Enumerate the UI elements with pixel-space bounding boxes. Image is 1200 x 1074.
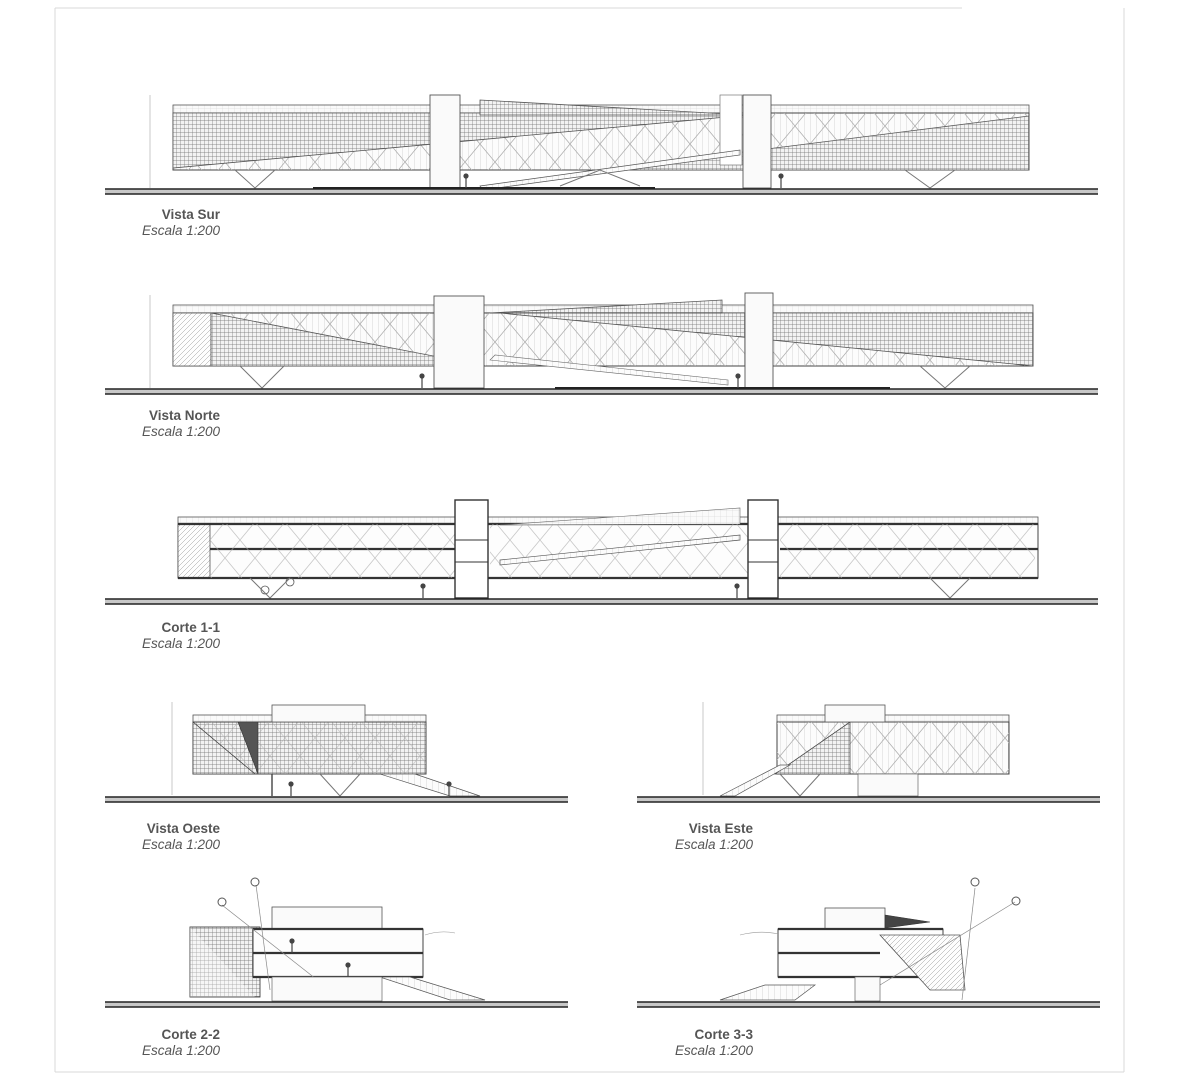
drawing-vista-norte: [105, 292, 1098, 395]
drawing-scale: Escala 1:200: [141, 424, 220, 439]
drawing-scale: Escala 1:200: [141, 223, 220, 238]
drawing-title: Vista Oeste: [146, 821, 220, 836]
drawing-vista-este: [637, 702, 1100, 803]
drawing-title: Vista Este: [688, 821, 753, 836]
drawing-corte-2-2: [105, 877, 568, 1008]
caption-vista-oeste: Vista Oeste Escala 1:200: [138, 821, 220, 853]
drawing-title: Corte 1-1: [161, 620, 220, 635]
drawing-scale: Escala 1:200: [674, 1043, 753, 1058]
drawing-title: Vista Norte: [148, 408, 220, 423]
drawing-scale: Escala 1:200: [674, 837, 753, 852]
caption-corte-1-1: Corte 1-1 Escala 1:200: [138, 620, 220, 652]
drawing-vista-sur: [105, 94, 1098, 195]
drawing-scale: Escala 1:200: [141, 1043, 220, 1058]
caption-corte-3-3: Corte 3-3 Escala 1:200: [671, 1027, 753, 1059]
drawing-title: Corte 3-3: [694, 1027, 753, 1042]
drawing-title: Corte 2-2: [161, 1027, 220, 1042]
caption-vista-norte: Vista Norte Escala 1:200: [138, 408, 220, 440]
caption-vista-sur: Vista Sur Escala 1:200: [138, 207, 220, 239]
drawing-title: Vista Sur: [161, 207, 220, 222]
sheet-frame: [54, 7, 1125, 1073]
drawing-vista-oeste: [105, 702, 568, 803]
drawing-corte-3-3: [637, 877, 1100, 1008]
caption-vista-este: Vista Este Escala 1:200: [671, 821, 753, 853]
drawing-scale: Escala 1:200: [141, 837, 220, 852]
drawing-scale: Escala 1:200: [141, 636, 220, 651]
drawing-corte-1-1: [105, 499, 1098, 605]
caption-corte-2-2: Corte 2-2 Escala 1:200: [138, 1027, 220, 1059]
